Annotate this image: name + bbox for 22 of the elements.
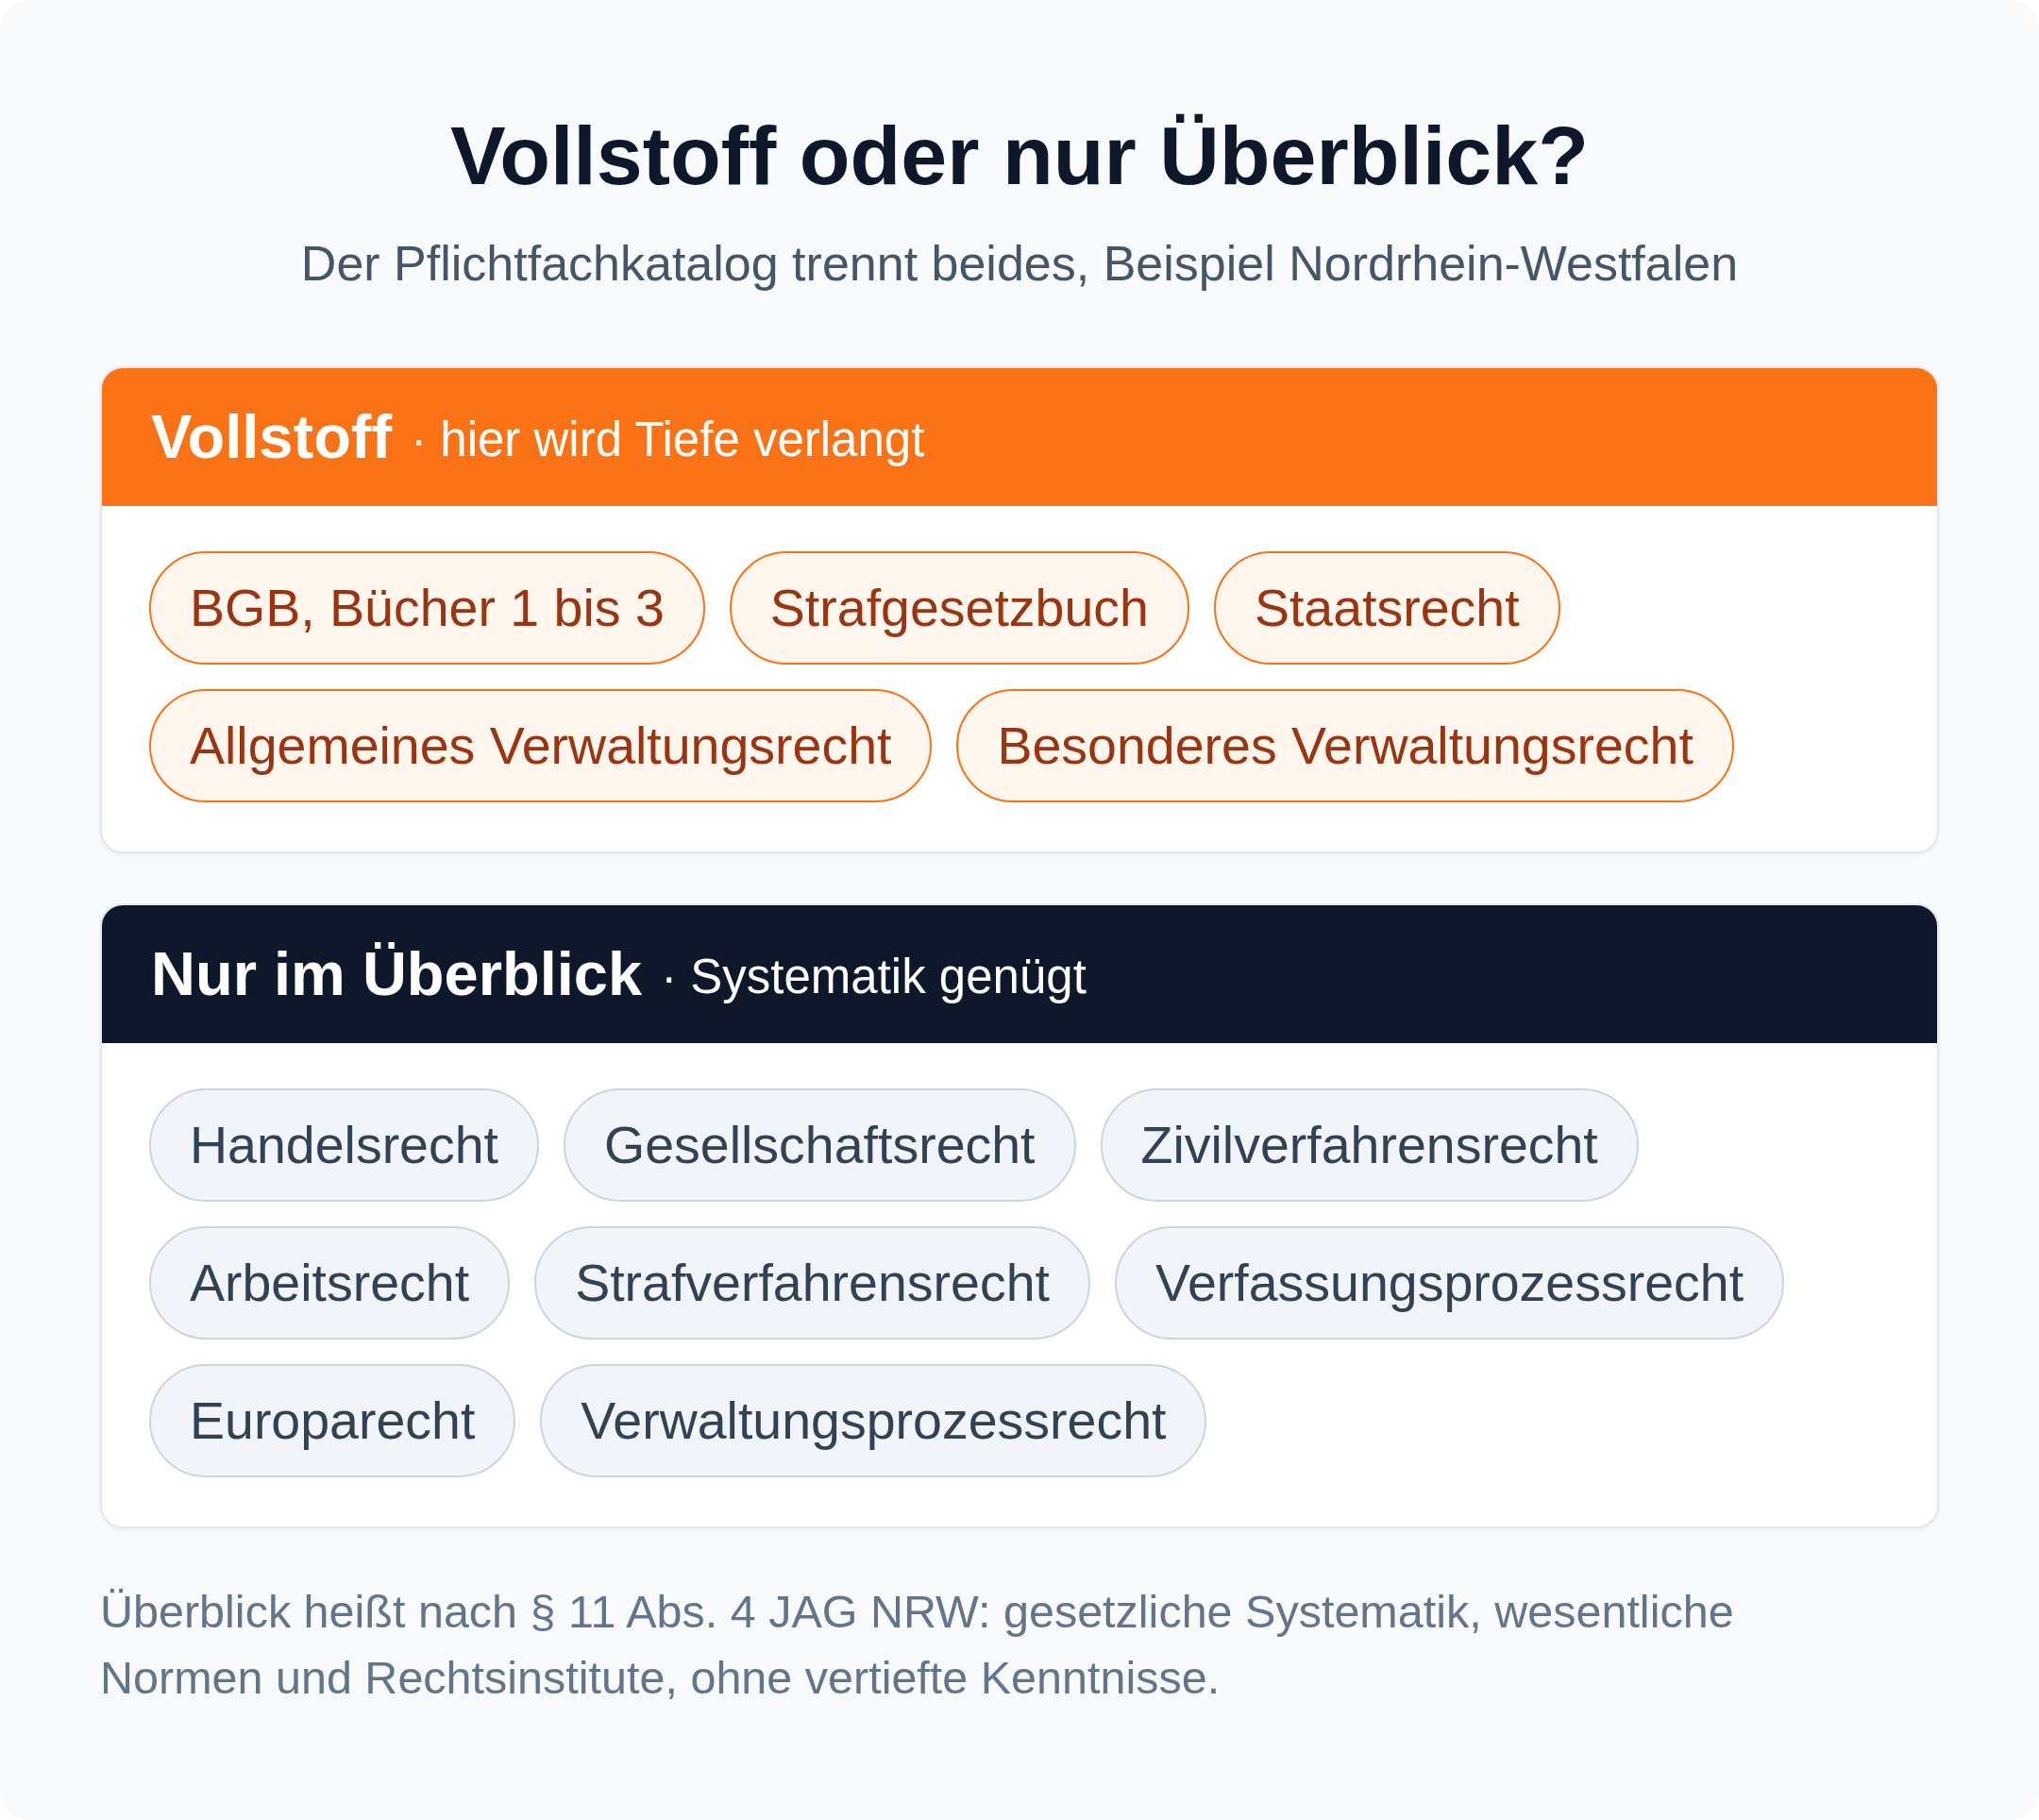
subject-tag: Verfassungsprozessrecht (1114, 1226, 1785, 1340)
subject-tag: Besonderes Verwaltungsrecht (956, 689, 1734, 802)
subject-tag: Arbeitsrecht (149, 1226, 511, 1340)
category-card (100, 366, 1939, 853)
card-heading: Nur im Überblick (151, 938, 643, 1010)
title: Vollstoff oder nur Überblick? (450, 108, 1589, 204)
subject-tag: Verwaltungsprozessrecht (540, 1364, 1207, 1477)
card-heading: Vollstoff (151, 401, 393, 473)
subject-tag: Handelsrecht (149, 1088, 539, 1202)
subject-tag: Gesellschaftsrecht (564, 1088, 1076, 1202)
subject-tag: Strafverfahrensrecht (534, 1226, 1090, 1340)
subject-tag: Allgemeines Verwaltungsrecht (149, 689, 933, 802)
subject-tag: Staatsrecht (1213, 551, 1560, 665)
footnote: Überblick heißt nach § 11 Abs. 4 JAG NRW: gesetzliche Systematik, wesentliche Normen und Rechtsinstitute, ohne vertiefte Kenntnisse. (100, 1585, 1735, 1705)
category-card (100, 903, 1939, 1528)
subject-tag: Strafgesetzbuch (729, 551, 1189, 665)
subject-tag: BGB, Bücher 1 bis 3 (149, 551, 705, 665)
subject-tag: Europarecht (149, 1364, 516, 1477)
subject-tag: Zivilverfahrensrecht (1100, 1088, 1639, 1202)
card-subheading: · hier wird Tiefe verlangt (411, 412, 925, 469)
card-subheading: · Systematik genügt (661, 949, 1087, 1006)
subtitle: Der Pflichtfachkatalog trennt beides, Beispiel Nordrhein-Westfalen (300, 235, 1739, 293)
